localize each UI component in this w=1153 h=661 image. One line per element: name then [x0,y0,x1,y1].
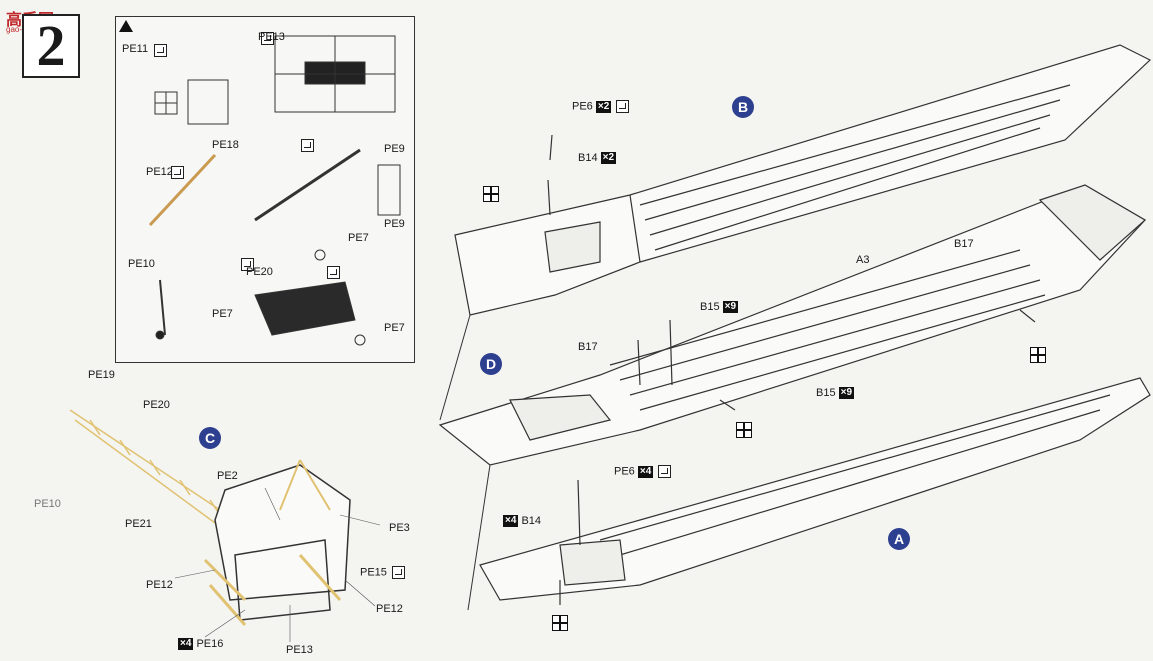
label-b14-bottom: ×4 B14 [503,515,542,528]
label-b17-left: B17 [578,341,598,353]
part-code: PE6 [614,465,635,478]
hull-section-a [479,377,1151,601]
label-pe13: PE13 [258,31,285,43]
part-code: B14 [578,152,598,164]
crane-tower [234,539,331,621]
pe18-part [254,148,361,222]
part-code: B15 [816,387,836,399]
label-pe12: PE12 [146,166,173,178]
step-number: 2 [22,14,80,78]
label-pe15: PE15 [360,566,405,579]
part-code: PE16 [196,638,224,650]
label-pe21: PE21 [125,518,152,530]
label-pe7-top: PE7 [348,232,369,244]
fold-icon [327,266,341,280]
fold-icon [301,139,315,153]
label-pe6-bottom: PE6 ×4 [614,465,672,478]
twist-icon [391,566,405,579]
label-b14-top: B14 ×2 [578,152,617,165]
label-pe3: PE3 [389,522,410,534]
quantity-badge: ×9 [838,387,855,400]
label-pe2: PE2 [217,470,238,482]
part-code: PE15 [360,566,387,579]
label-pe10-crane: PE10 [34,498,61,510]
quantity-badge: ×9 [722,301,739,314]
label-pe11: PE11 [122,43,149,55]
pe10-part [159,279,166,336]
callout-a: A [888,528,910,550]
alignment-icon [736,422,752,438]
label-a3: A3 [856,254,870,266]
label-pe9-top: PE9 [384,143,405,155]
pe11-part [187,79,229,125]
label-pe9-bottom: PE9 [384,218,405,230]
alignment-icon [552,615,568,631]
fold-icon [240,258,254,272]
callout-c: C [199,427,221,449]
callout-b: B [732,96,754,118]
hull-section-b [454,44,1152,316]
pe12-part [148,153,217,227]
fold-icon [658,465,672,478]
quantity-badge: ×2 [600,152,617,165]
label-b15-top: B15 ×9 [700,301,739,314]
callout-d: D [480,353,502,375]
label-pe16: ×4 PE16 [178,638,224,651]
label-b15-bottom: B15 ×9 [816,387,855,400]
label-pe12-right: PE12 [376,603,403,615]
label-pe7-left: PE7 [212,308,233,320]
label-pe20-crane: PE20 [143,399,170,411]
label-pe18: PE18 [212,139,239,151]
part-code: B15 [700,301,720,313]
fold-icon [170,166,184,180]
label-pe12-left: PE12 [146,579,173,591]
part-code: PE6 [572,100,593,113]
quantity-badge: ×4 [178,638,194,651]
hull-section-d [438,184,1146,466]
quantity-badge: ×4 [637,465,654,478]
alignment-icon [1030,347,1046,363]
fold-icon [261,32,275,46]
label-pe6-top: PE6 ×2 [572,100,630,113]
label-pe7-right: PE7 [384,322,405,334]
quantity-badge: ×4 [503,515,519,528]
label-pe20: PE20 [246,266,273,278]
part-code: B14 [521,515,542,527]
alignment-icon [483,186,499,202]
label-pe19: PE19 [88,369,115,381]
pe9-part [377,164,401,216]
label-pe13-crane: PE13 [286,644,313,656]
quantity-badge: ×2 [595,100,612,113]
label-b17-upper: B17 [954,238,974,250]
pe20-part [254,281,356,336]
label-pe10: PE10 [128,258,155,270]
fold-icon [616,100,630,113]
fold-icon [154,44,167,58]
warning-icon [119,20,133,32]
